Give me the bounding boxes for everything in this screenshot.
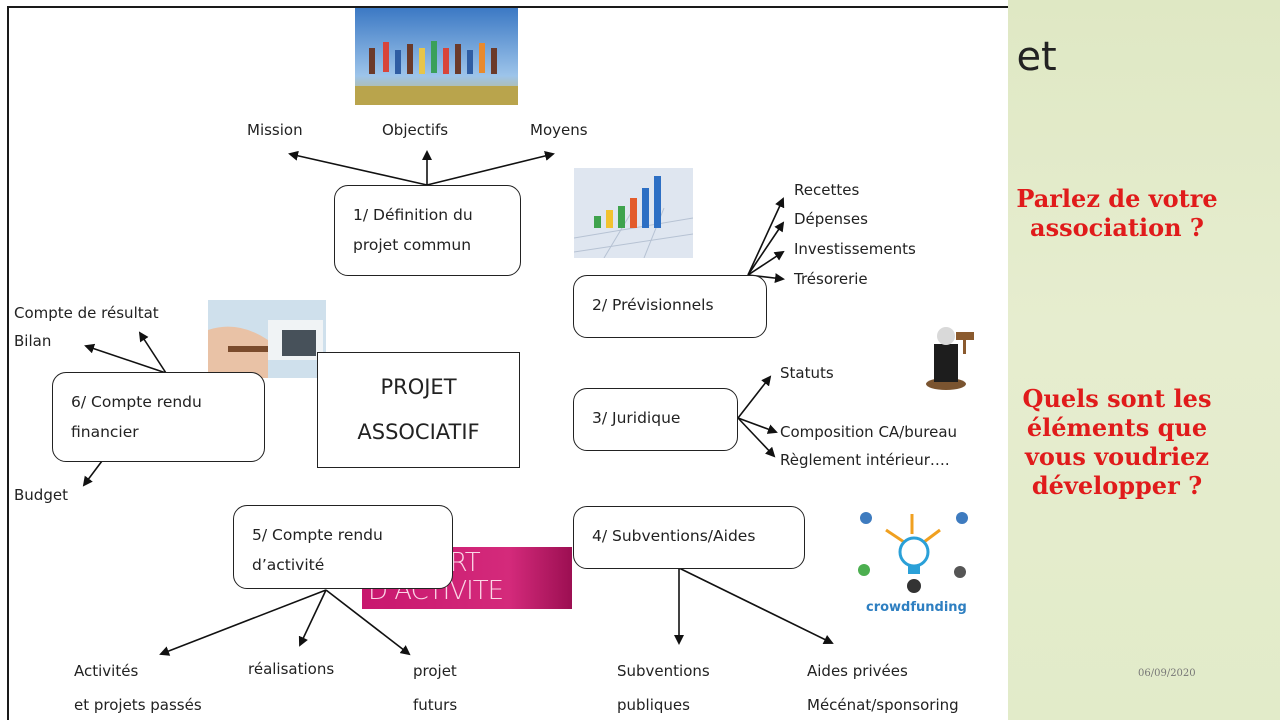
leaf-bilan: Bilan <box>14 332 52 350</box>
center-label: PROJET ASSOCIATIF <box>357 375 480 444</box>
leaf-compte-resultat: Compte de résultat <box>14 304 159 322</box>
projet-associatif-center: PROJET ASSOCIATIF <box>317 352 520 468</box>
node-compte-activite-label: 5/ Compte rendu d’activité <box>252 526 383 574</box>
question-parlez: Parlez de votre association ? <box>1016 184 1218 242</box>
node-previsionnels-label: 2/ Prévisionnels <box>592 296 714 314</box>
calculator-photo <box>208 300 326 378</box>
question-elements: Quels sont les éléments que vous voudrie… <box>1022 384 1212 500</box>
judge-gavel-photo <box>916 318 980 392</box>
team-jumping-photo <box>355 8 518 105</box>
leaf-mission: Mission <box>247 121 303 139</box>
leaf-aides-privees: Aides privées Mécénat/sponsoring <box>807 662 959 714</box>
side-panel <box>1008 0 1280 720</box>
node-compte-financier: 6/ Compte rendu financier <box>52 372 265 462</box>
crowdfunding-image: crowdfunding <box>846 500 980 624</box>
growth-chart-photo <box>574 168 693 258</box>
node-juridique-label: 3/ Juridique <box>592 409 681 427</box>
node-subventions: 4/ Subventions/Aides <box>573 506 805 569</box>
leaf-moyens: Moyens <box>530 121 588 139</box>
node-definition: 1/ Définition du projet commun <box>334 185 521 276</box>
leaf-budget: Budget <box>14 486 68 504</box>
node-subventions-label: 4/ Subventions/Aides <box>592 527 756 545</box>
node-definition-label: 1/ Définition du projet commun <box>353 206 473 254</box>
leaf-tresorerie: Trésorerie <box>794 270 868 288</box>
leaf-composition: Composition CA/bureau <box>780 423 958 441</box>
node-compte-financier-label: 6/ Compte rendu financier <box>71 393 202 441</box>
node-compte-activite: 5/ Compte rendu d’activité <box>233 505 453 589</box>
node-juridique: 3/ Juridique <box>573 388 738 451</box>
slide-date: 06/09/2020 <box>1138 668 1196 679</box>
leaf-depenses: Dépenses <box>794 210 868 228</box>
leaf-investissements: Investissements <box>794 240 916 258</box>
leaf-subventions-publiques: Subventions publiques <box>617 662 710 714</box>
leaf-reglement: Règlement intérieur…. <box>780 451 950 469</box>
node-previsionnels: 2/ Prévisionnels <box>573 275 767 338</box>
leaf-objectifs: Objectifs <box>382 121 449 139</box>
leaf-activites: Activités et projets passés <box>74 662 202 714</box>
leaf-realisations: réalisations <box>248 660 335 678</box>
leaf-statuts: Statuts <box>780 364 834 382</box>
leaf-recettes: Recettes <box>794 181 860 199</box>
crowdfunding-label: crowdfunding <box>866 600 967 615</box>
leaf-projet-futurs: projet futurs <box>413 662 458 714</box>
